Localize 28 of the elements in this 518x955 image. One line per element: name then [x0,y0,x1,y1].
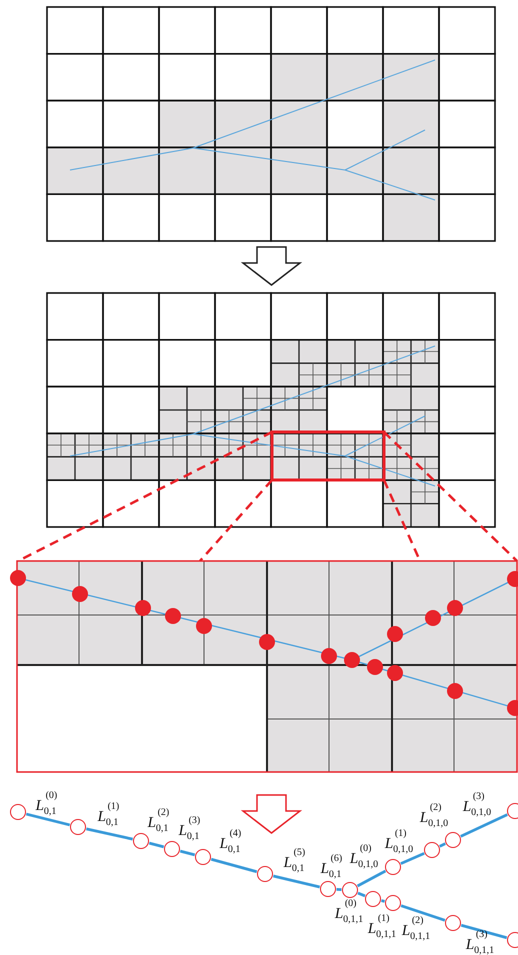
sample-circle [342,882,358,898]
polyline-segment [26,812,70,826]
polyline-segment [180,850,196,856]
polyline-segment [356,870,386,888]
sample-circle [320,881,336,897]
polyline-segment [400,904,446,922]
polyline-segment [148,842,164,848]
sample-circle [424,842,440,858]
sample-circle [365,891,381,907]
sample-circle [445,832,461,848]
polyline-segment [460,813,508,838]
sample-circle [385,859,401,875]
polyline-segment [439,842,446,848]
sample-circle [164,841,180,857]
polyline-segment [86,827,133,841]
sample-circle [385,895,401,911]
sample-circle [10,804,26,820]
polyline-segment [336,888,342,892]
sample-circle [70,819,86,835]
polyline-segment [400,852,425,865]
sample-circle [445,915,461,931]
polyline-segment [357,892,366,898]
polyline-segment [210,858,258,874]
polyline-segment [272,874,320,888]
sample-circle [195,849,211,865]
sample-circle [133,833,149,849]
sample-circle [257,866,273,882]
polyline-segment [381,899,385,903]
